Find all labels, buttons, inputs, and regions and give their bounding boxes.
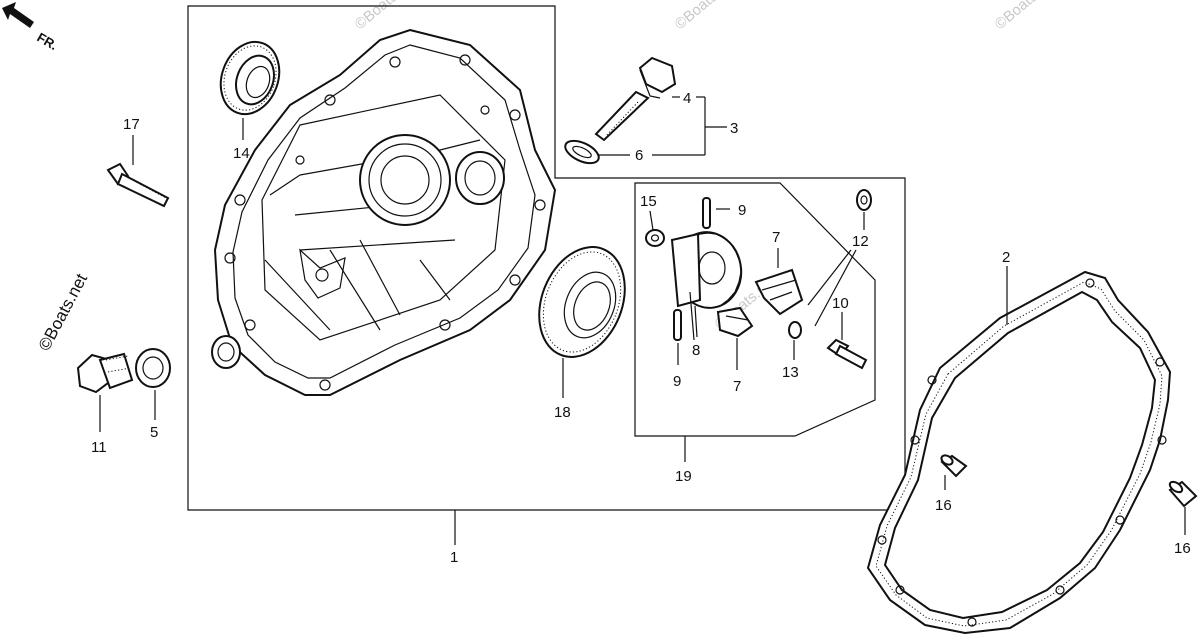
callout-16-left: 16 [935, 497, 952, 514]
callout-7-lower: 7 [733, 378, 741, 395]
callout-9-lower: 9 [673, 373, 681, 390]
callout-14: 14 [233, 145, 250, 162]
governor-weight-holder [754, 248, 804, 316]
callout-8: 8 [692, 342, 700, 359]
washer-15 [645, 210, 665, 247]
watermark: ©Boats.net [672, 0, 741, 33]
dowel-pin-left [940, 454, 968, 490]
washer-12 [807, 189, 872, 327]
callout-18: 18 [554, 404, 571, 421]
dowel-pin-right [1168, 480, 1198, 535]
governor-sleeve [716, 306, 754, 370]
assembly-boundary [187, 5, 906, 545]
callout-13: 13 [782, 364, 799, 381]
pin-upper [702, 197, 730, 229]
drain-plug [76, 352, 134, 432]
cover-gasket [866, 266, 1172, 635]
callout-10: 10 [832, 295, 849, 312]
watermark: ©Boats.net [352, 0, 421, 33]
drain-washer [135, 348, 171, 420]
o-ring-dipstick [564, 139, 600, 165]
oil-seal [219, 40, 281, 140]
callout-16-right: 16 [1174, 540, 1191, 557]
oil-filler-cap [594, 56, 677, 142]
callout-12: 12 [852, 233, 869, 250]
flange-bolt [106, 135, 170, 208]
callout-9-upper: 9 [738, 202, 746, 219]
clip-13 [788, 321, 802, 360]
callout-labels: 1 2 3 4 5 6 7 7 8 9 9 10 11 12 13 14 15 … [91, 90, 1191, 566]
callout-5: 5 [150, 424, 158, 441]
governor-shaft [826, 312, 868, 370]
watermark-side: ©Boats.net [35, 270, 92, 354]
callout-15: 15 [640, 193, 657, 210]
callout-3: 3 [730, 120, 738, 137]
callout-17: 17 [123, 116, 140, 133]
front-arrow-icon: FR. [2, 2, 60, 53]
callout-6: 6 [635, 147, 643, 164]
callout-11: 11 [91, 439, 107, 456]
governor-gear [670, 231, 743, 341]
governor-boundary [634, 182, 876, 462]
ball-bearing [538, 246, 626, 398]
callout-19: 19 [675, 468, 692, 485]
callout-4: 4 [683, 90, 691, 107]
pin-lower [673, 309, 682, 365]
front-label: FR. [35, 30, 61, 53]
crankcase-cover [211, 28, 557, 396]
callout-2: 2 [1002, 249, 1010, 266]
watermark: ©Boats.net [992, 0, 1061, 33]
callout-1: 1 [450, 549, 458, 566]
leader-3-4-6 [598, 96, 727, 156]
callout-7-upper: 7 [772, 229, 780, 246]
